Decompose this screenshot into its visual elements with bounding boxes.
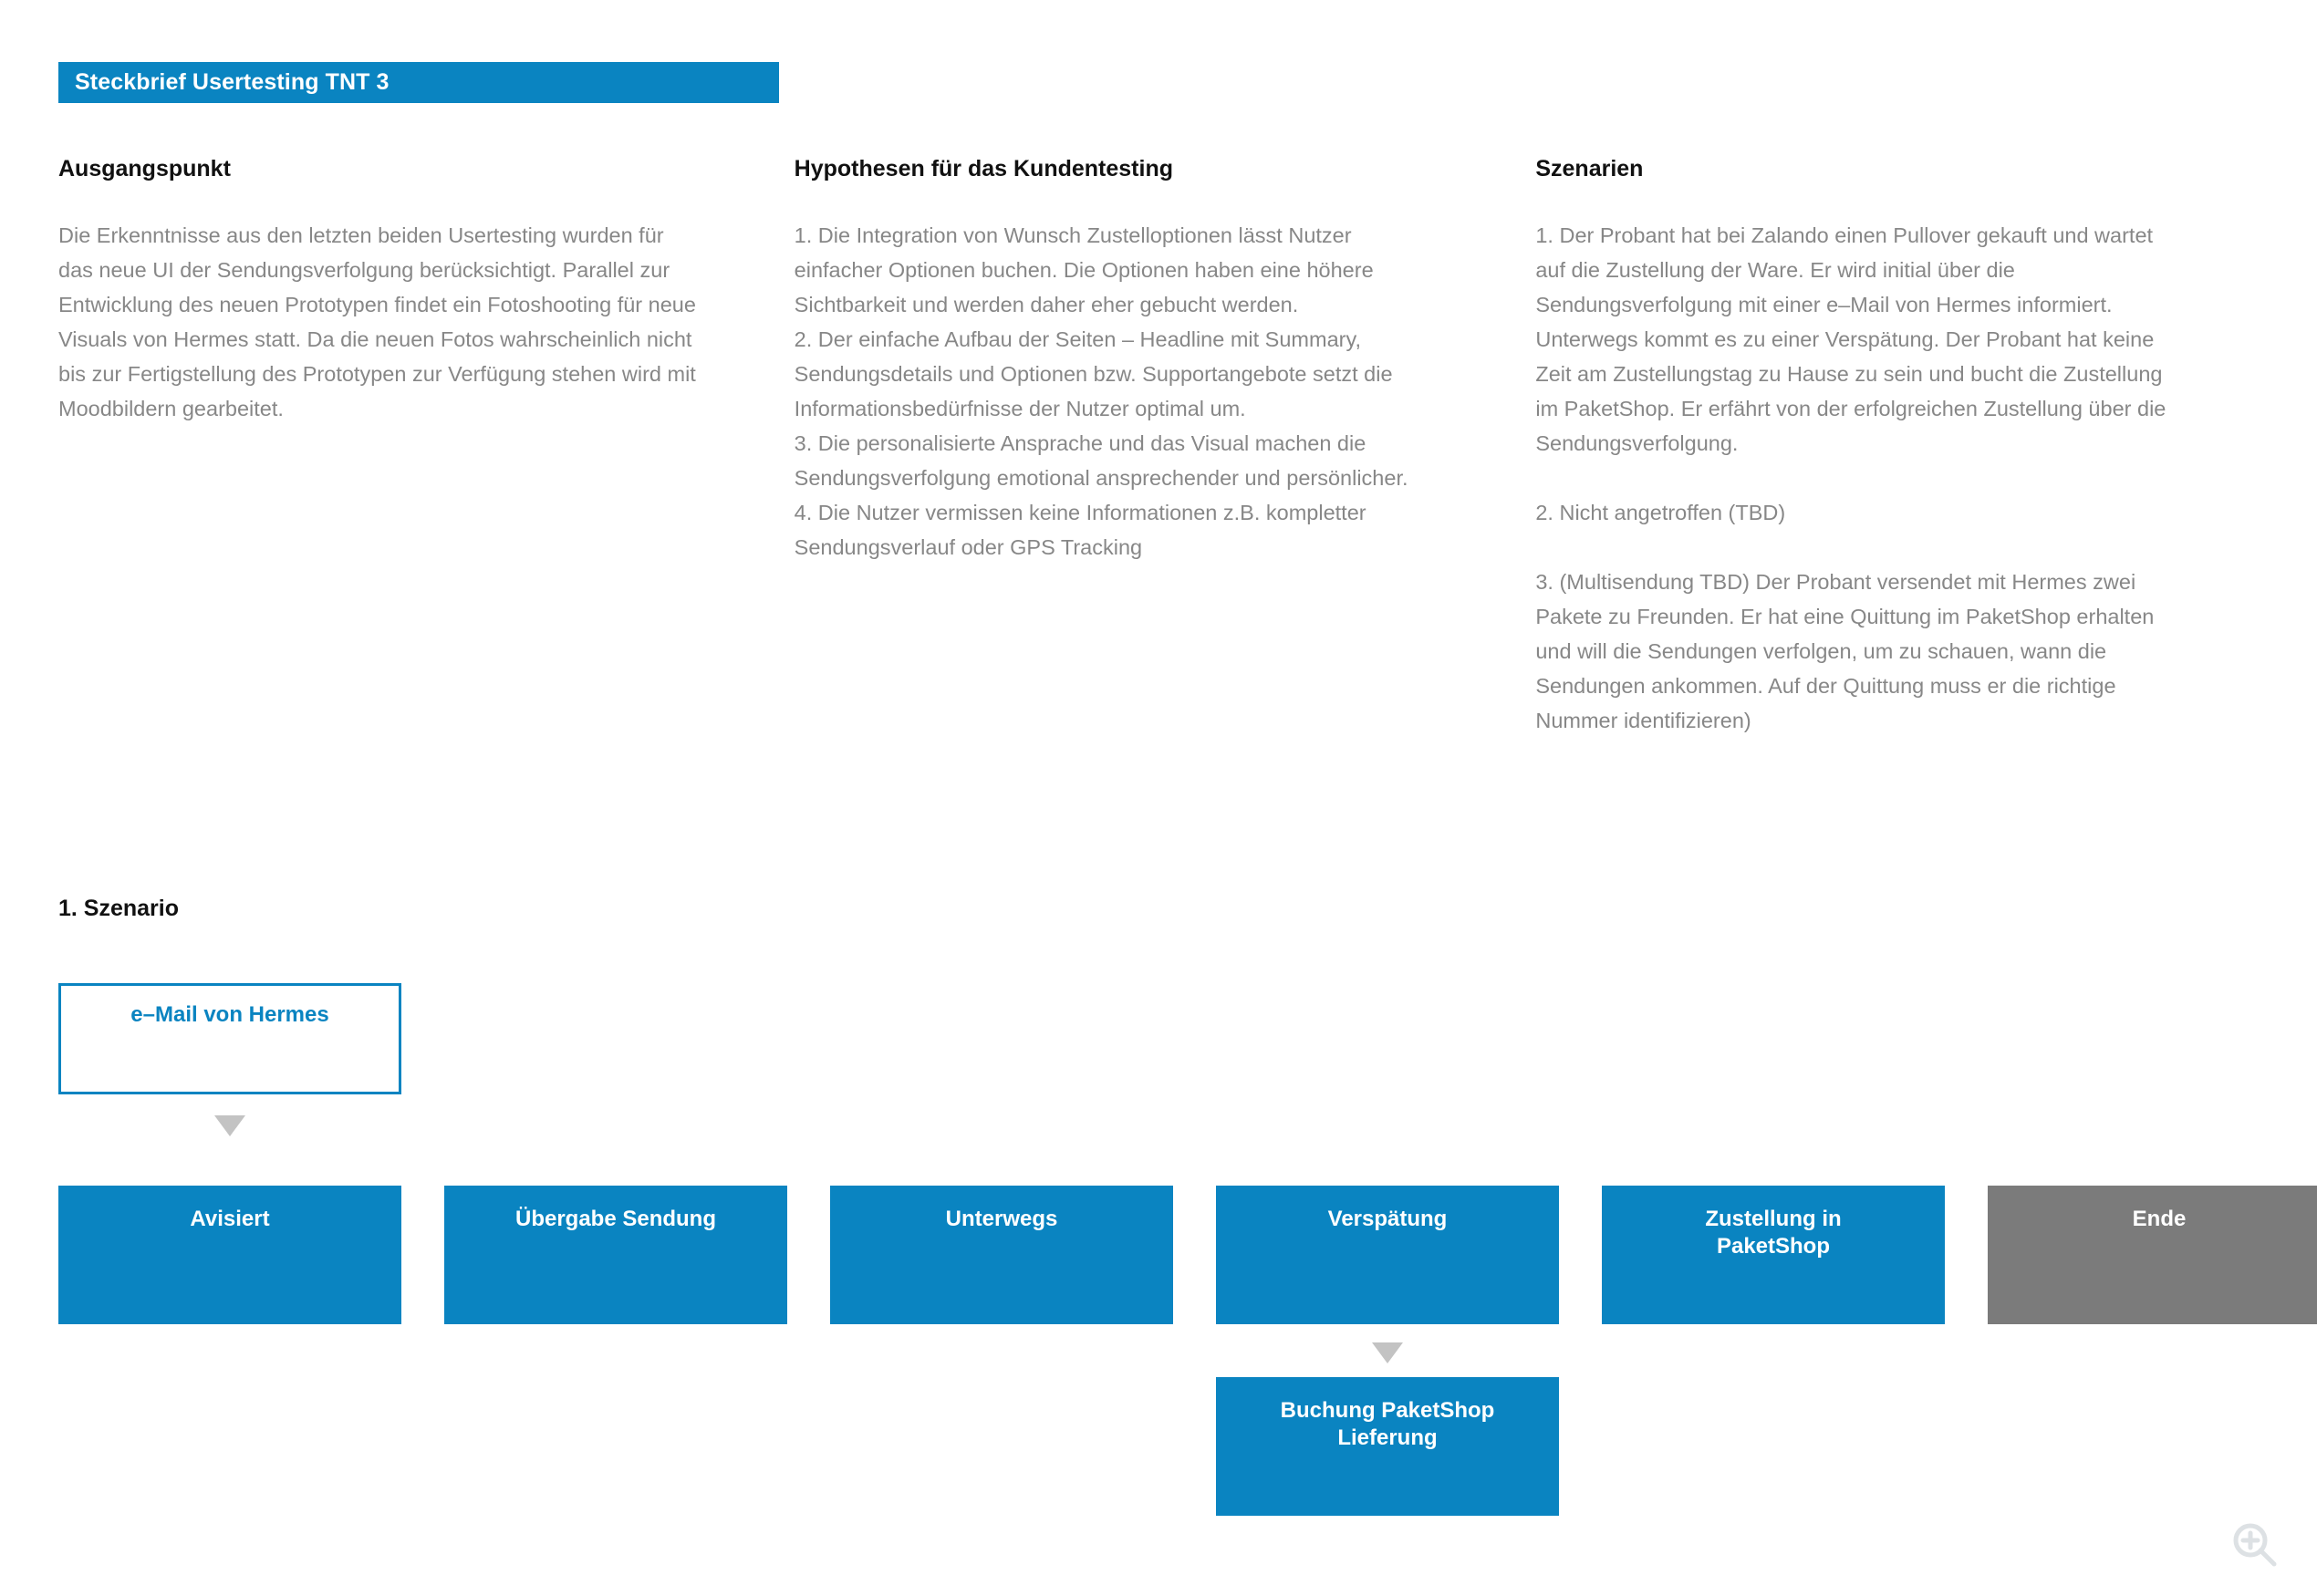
column-paragraph: 2. Nicht angetroffen (TBD) — [1535, 500, 1786, 524]
flow-node-buchung-paketshop-lieferung[interactable]: Buchung PaketShop Lieferung — [1216, 1377, 1559, 1516]
flow-arrow-down-icon — [1372, 1342, 1403, 1363]
column-szenarien: Szenarien 1. Der Probant hat bei Zalando… — [1535, 156, 2266, 738]
text-columns: Ausgangspunkt Die Erkenntnisse aus den l… — [58, 156, 2266, 738]
flow-node-label: Verspätung — [1327, 1207, 1448, 1231]
column-paragraph: Die Erkenntnisse aus den letzten beiden … — [58, 223, 702, 420]
column-paragraph: 1. Der Probant hat bei Zalando einen Pul… — [1535, 223, 2172, 455]
scenario-heading: 1. Szenario — [58, 896, 179, 921]
flow-node-zustellung-paketshop[interactable]: Zustellung in PaketShop — [1602, 1186, 1945, 1324]
column-heading: Szenarien — [1535, 156, 1644, 181]
column-paragraph: 3. (Multisendung TBD) Der Probant versen… — [1535, 569, 2160, 732]
flow-arrow-down-icon — [214, 1115, 245, 1136]
column-heading: Ausgangspunkt — [58, 156, 231, 181]
flow-node-avisiert[interactable]: Avisiert — [58, 1186, 401, 1324]
column-paragraph: 1. Die Integration von Wunsch Zustellopt… — [794, 223, 1408, 559]
flow-node-label: Ende — [2132, 1207, 2187, 1231]
flow-node-ende[interactable]: Ende — [1988, 1186, 2317, 1324]
flow-node-label: e–Mail von Hermes — [130, 1002, 329, 1027]
column-ausgangspunkt: Ausgangspunkt Die Erkenntnisse aus den l… — [58, 156, 789, 738]
flow-node-email[interactable]: e–Mail von Hermes — [58, 983, 401, 1094]
flow-node-label: Avisiert — [190, 1207, 270, 1231]
column-heading: Hypothesen für das Kundentesting — [794, 156, 1173, 181]
flow-node-label: Übergabe Sendung — [514, 1207, 717, 1231]
column-hypothesen: Hypothesen für das Kundentesting 1. Die … — [794, 156, 1525, 738]
page-title: Steckbrief Usertesting TNT 3 — [75, 69, 390, 95]
zoom-in-icon[interactable] — [2229, 1519, 2281, 1570]
flow-node-label: Zustellung in PaketShop — [1705, 1207, 1842, 1259]
document-title-bar: Steckbrief Usertesting TNT 3 — [58, 62, 779, 103]
flow-node-verspaetung[interactable]: Verspätung — [1216, 1186, 1559, 1324]
flow-node-uebergabe-sendung[interactable]: Übergabe Sendung — [444, 1186, 787, 1324]
flow-node-label: Unterwegs — [945, 1207, 1058, 1231]
scenario-flow-diagram: e–Mail von Hermes Avisiert Übergabe Send… — [58, 983, 2317, 1516]
flow-node-unterwegs[interactable]: Unterwegs — [830, 1186, 1173, 1324]
flow-node-label: Buchung PaketShop Lieferung — [1280, 1398, 1495, 1450]
